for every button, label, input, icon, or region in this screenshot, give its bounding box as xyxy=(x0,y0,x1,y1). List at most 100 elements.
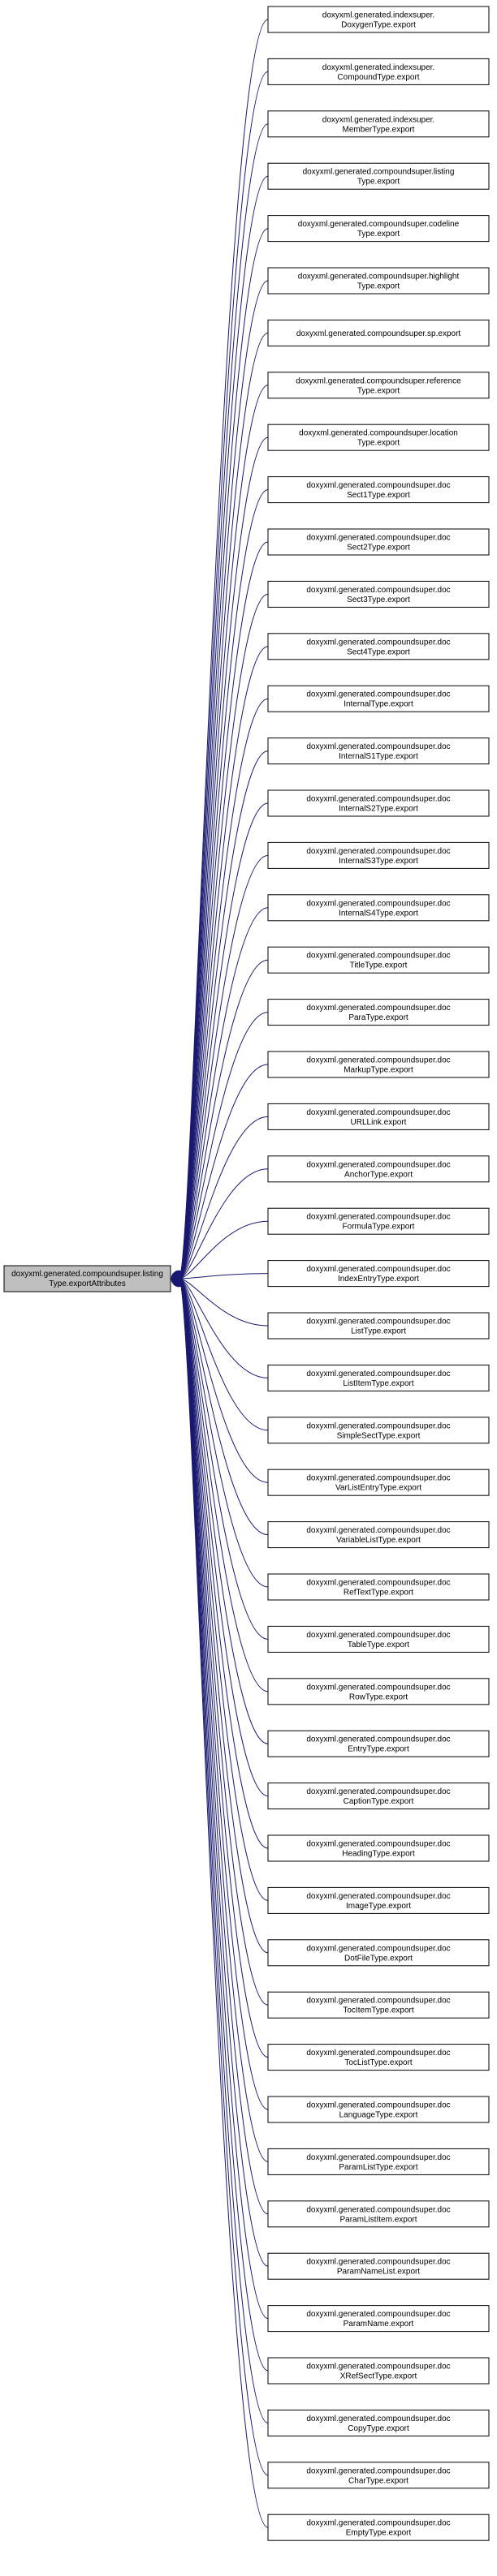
caller-node-label-line: EntryType.export xyxy=(348,1745,409,1754)
caller-node[interactable]: doxyxml.generated.compoundsuper.docListI… xyxy=(267,1364,490,1391)
caller-node-label-line: doxyxml.generated.compoundsuper.doc xyxy=(306,1683,450,1692)
caller-node[interactable]: doxyxml.generated.compoundsuper.docEntry… xyxy=(267,1730,490,1757)
edge-arrow xyxy=(180,1168,269,1279)
caller-node[interactable]: doxyxml.generated.compoundsuper.docInter… xyxy=(267,685,490,712)
caller-node-label-line: doxyxml.generated.compoundsuper.doc xyxy=(306,1213,450,1222)
caller-node[interactable]: doxyxml.generated.compoundsuper.docSect3… xyxy=(267,580,490,608)
caller-node[interactable]: doxyxml.generated.compoundsuper.docParam… xyxy=(267,2200,490,2228)
caller-node[interactable]: doxyxml.generated.compoundsuper.docTitle… xyxy=(267,946,490,974)
caller-node[interactable]: doxyxml.generated.compoundsuper.docDotFi… xyxy=(267,1939,490,1967)
caller-node[interactable]: doxyxml.generated.compoundsuper.docParam… xyxy=(267,2305,490,2333)
caller-node[interactable]: doxyxml.generated.compoundsuper.docAncho… xyxy=(267,1155,490,1183)
caller-node-box xyxy=(267,1260,490,1288)
caller-node[interactable]: doxyxml.generated.indexsuper.MemberType.… xyxy=(267,110,490,138)
caller-node-label-line: doxyxml.generated.compoundsuper.doc xyxy=(306,2310,450,2319)
caller-node[interactable]: doxyxml.generated.compoundsuper.sp.expor… xyxy=(267,319,490,346)
caller-node[interactable]: doxyxml.generated.compoundsuper.codeline… xyxy=(267,215,490,243)
caller-node-label-line: doxyxml.generated.compoundsuper.doc xyxy=(306,742,450,751)
caller-node-label-line: doxyxml.generated.compoundsuper.doc xyxy=(306,952,450,961)
edge-arrow xyxy=(180,1273,269,1279)
edge-arrow xyxy=(180,750,269,1278)
caller-node[interactable]: doxyxml.generated.compoundsuper.docCharT… xyxy=(267,2462,490,2489)
caller-node-label-line: doxyxml.generated.compoundsuper.doc xyxy=(306,534,450,543)
caller-node-box xyxy=(267,1886,490,1914)
caller-node-box xyxy=(267,1155,490,1183)
caller-node[interactable]: doxyxml.generated.compoundsuper.docTable… xyxy=(267,1625,490,1653)
caller-node[interactable]: doxyxml.generated.compoundsuper.docSect2… xyxy=(267,528,490,556)
caller-node-label-line: AnchorType.export xyxy=(344,1170,413,1179)
caller-node-label-line: doxyxml.generated.compoundsuper.referenc… xyxy=(296,376,461,385)
caller-node[interactable]: doxyxml.generated.compoundsuper.referenc… xyxy=(267,372,490,399)
caller-node[interactable]: doxyxml.generated.compoundsuper.listingT… xyxy=(267,162,490,190)
edge-arrow xyxy=(180,1279,269,1692)
edge-arrow xyxy=(180,1012,269,1279)
caller-node[interactable]: doxyxml.generated.compoundsuper.docTocLi… xyxy=(267,2044,490,2071)
caller-node-box xyxy=(267,1103,490,1130)
caller-node-label-line: doxyxml.generated.compoundsuper.doc xyxy=(306,2258,450,2267)
caller-node-label-line: doxyxml.generated.compoundsuper.doc xyxy=(306,1787,450,1796)
caller-node-box xyxy=(267,1991,490,2019)
edge-arrow xyxy=(180,1279,269,1849)
caller-node-label-line: doxyxml.generated.compoundsuper.doc xyxy=(306,1840,450,1849)
caller-node[interactable]: doxyxml.generated.compoundsuper.docLangu… xyxy=(267,2096,490,2123)
caller-node[interactable]: doxyxml.generated.compoundsuper.docCopyT… xyxy=(267,2409,490,2436)
caller-node[interactable]: doxyxml.generated.compoundsuper.docImage… xyxy=(267,1886,490,1914)
caller-node-label-line: DotFileType.export xyxy=(344,1954,413,1963)
caller-node-box xyxy=(267,424,490,451)
caller-node[interactable]: doxyxml.generated.compoundsuper.docIndex… xyxy=(267,1260,490,1288)
caller-node-label-line: InternalS3Type.export xyxy=(339,857,418,866)
caller-node[interactable]: doxyxml.generated.compoundsuper.docRowTy… xyxy=(267,1678,490,1705)
caller-node[interactable]: doxyxml.generated.compoundsuper.docVaria… xyxy=(267,1521,490,1549)
caller-node[interactable]: doxyxml.generated.compoundsuper.docMarku… xyxy=(267,1051,490,1078)
caller-node[interactable]: doxyxml.generated.compoundsuper.docParam… xyxy=(267,2148,490,2175)
center-node[interactable]: doxyxml.generated.compoundsuper.listing … xyxy=(3,1265,171,1292)
caller-node[interactable]: doxyxml.generated.compoundsuper.docSimpl… xyxy=(267,1417,490,1444)
caller-node-label-line: CharType.export xyxy=(348,2476,408,2485)
caller-node[interactable]: doxyxml.generated.compoundsuper.docCapti… xyxy=(267,1783,490,1810)
edge-arrow xyxy=(180,1279,269,1327)
caller-node-label-line: VariableListType.export xyxy=(336,1536,421,1545)
caller-node[interactable]: doxyxml.generated.compoundsuper.docHeadi… xyxy=(267,1834,490,1862)
caller-node[interactable]: doxyxml.generated.compoundsuper.docEmpty… xyxy=(267,2514,490,2541)
caller-node-box xyxy=(267,580,490,608)
caller-node-box xyxy=(267,1834,490,1862)
caller-node[interactable]: doxyxml.generated.indexsuper.CompoundTyp… xyxy=(267,58,490,85)
caller-node-box xyxy=(267,2096,490,2123)
caller-node[interactable]: doxyxml.generated.compoundsuper.docSect4… xyxy=(267,633,490,660)
caller-node[interactable]: doxyxml.generated.compoundsuper.docXRefS… xyxy=(267,2357,490,2385)
caller-node[interactable]: doxyxml.generated.compoundsuper.docRefTe… xyxy=(267,1573,490,1601)
edge-arrow xyxy=(180,1116,269,1278)
caller-node-label-line: doxyxml.generated.compoundsuper.doc xyxy=(306,1108,450,1117)
caller-node[interactable]: doxyxml.generated.compoundsuper.docParaT… xyxy=(267,999,490,1026)
caller-node[interactable]: doxyxml.generated.indexsuper.DoxygenType… xyxy=(267,6,490,33)
caller-node[interactable]: doxyxml.generated.compoundsuper.docInter… xyxy=(267,841,490,869)
caller-node-label-line: MarkupType.export xyxy=(344,1066,413,1075)
caller-node-label-line: ParaType.export xyxy=(348,1013,408,1022)
caller-node[interactable]: doxyxml.generated.compoundsuper.docURLLi… xyxy=(267,1103,490,1130)
caller-node[interactable]: doxyxml.generated.compoundsuper.location… xyxy=(267,424,490,451)
caller-node-label-line: ParamListItem.export xyxy=(339,2215,417,2224)
caller-node-label-line: doxyxml.generated.compoundsuper.doc xyxy=(306,2049,450,2058)
caller-node-box xyxy=(267,1469,490,1496)
caller-node-label-line: RefTextType.export xyxy=(344,1589,413,1598)
caller-node-label-line: doxyxml.generated.compoundsuper.doc xyxy=(306,1474,450,1483)
caller-node-box xyxy=(267,1417,490,1444)
caller-node-label-line: TocListType.export xyxy=(344,2058,413,2067)
caller-node[interactable]: doxyxml.generated.compoundsuper.docInter… xyxy=(267,894,490,922)
caller-node[interactable]: doxyxml.generated.compoundsuper.docInter… xyxy=(267,738,490,765)
caller-node-label-line: InternalS4Type.export xyxy=(339,909,418,918)
caller-node[interactable]: doxyxml.generated.compoundsuper.highligh… xyxy=(267,267,490,295)
caller-node[interactable]: doxyxml.generated.compoundsuper.docFormu… xyxy=(267,1207,490,1235)
caller-node-label-line: doxyxml.generated.compoundsuper.codeline xyxy=(298,220,460,229)
caller-node-label-line: Type.export xyxy=(357,282,400,291)
caller-node[interactable]: doxyxml.generated.compoundsuper.docVarLi… xyxy=(267,1469,490,1496)
caller-node[interactable]: doxyxml.generated.compoundsuper.docInter… xyxy=(267,789,490,817)
caller-node-label-line: doxyxml.generated.compoundsuper.doc xyxy=(306,690,450,699)
caller-node[interactable]: doxyxml.generated.compoundsuper.docListT… xyxy=(267,1312,490,1340)
caller-node-box xyxy=(267,2409,490,2436)
caller-node[interactable]: doxyxml.generated.compoundsuper.docTocIt… xyxy=(267,1991,490,2019)
caller-node-label-line: doxyxml.generated.compoundsuper.doc xyxy=(306,1056,450,1065)
caller-node[interactable]: doxyxml.generated.compoundsuper.docParam… xyxy=(267,2252,490,2280)
caller-node[interactable]: doxyxml.generated.compoundsuper.docSect1… xyxy=(267,476,490,504)
